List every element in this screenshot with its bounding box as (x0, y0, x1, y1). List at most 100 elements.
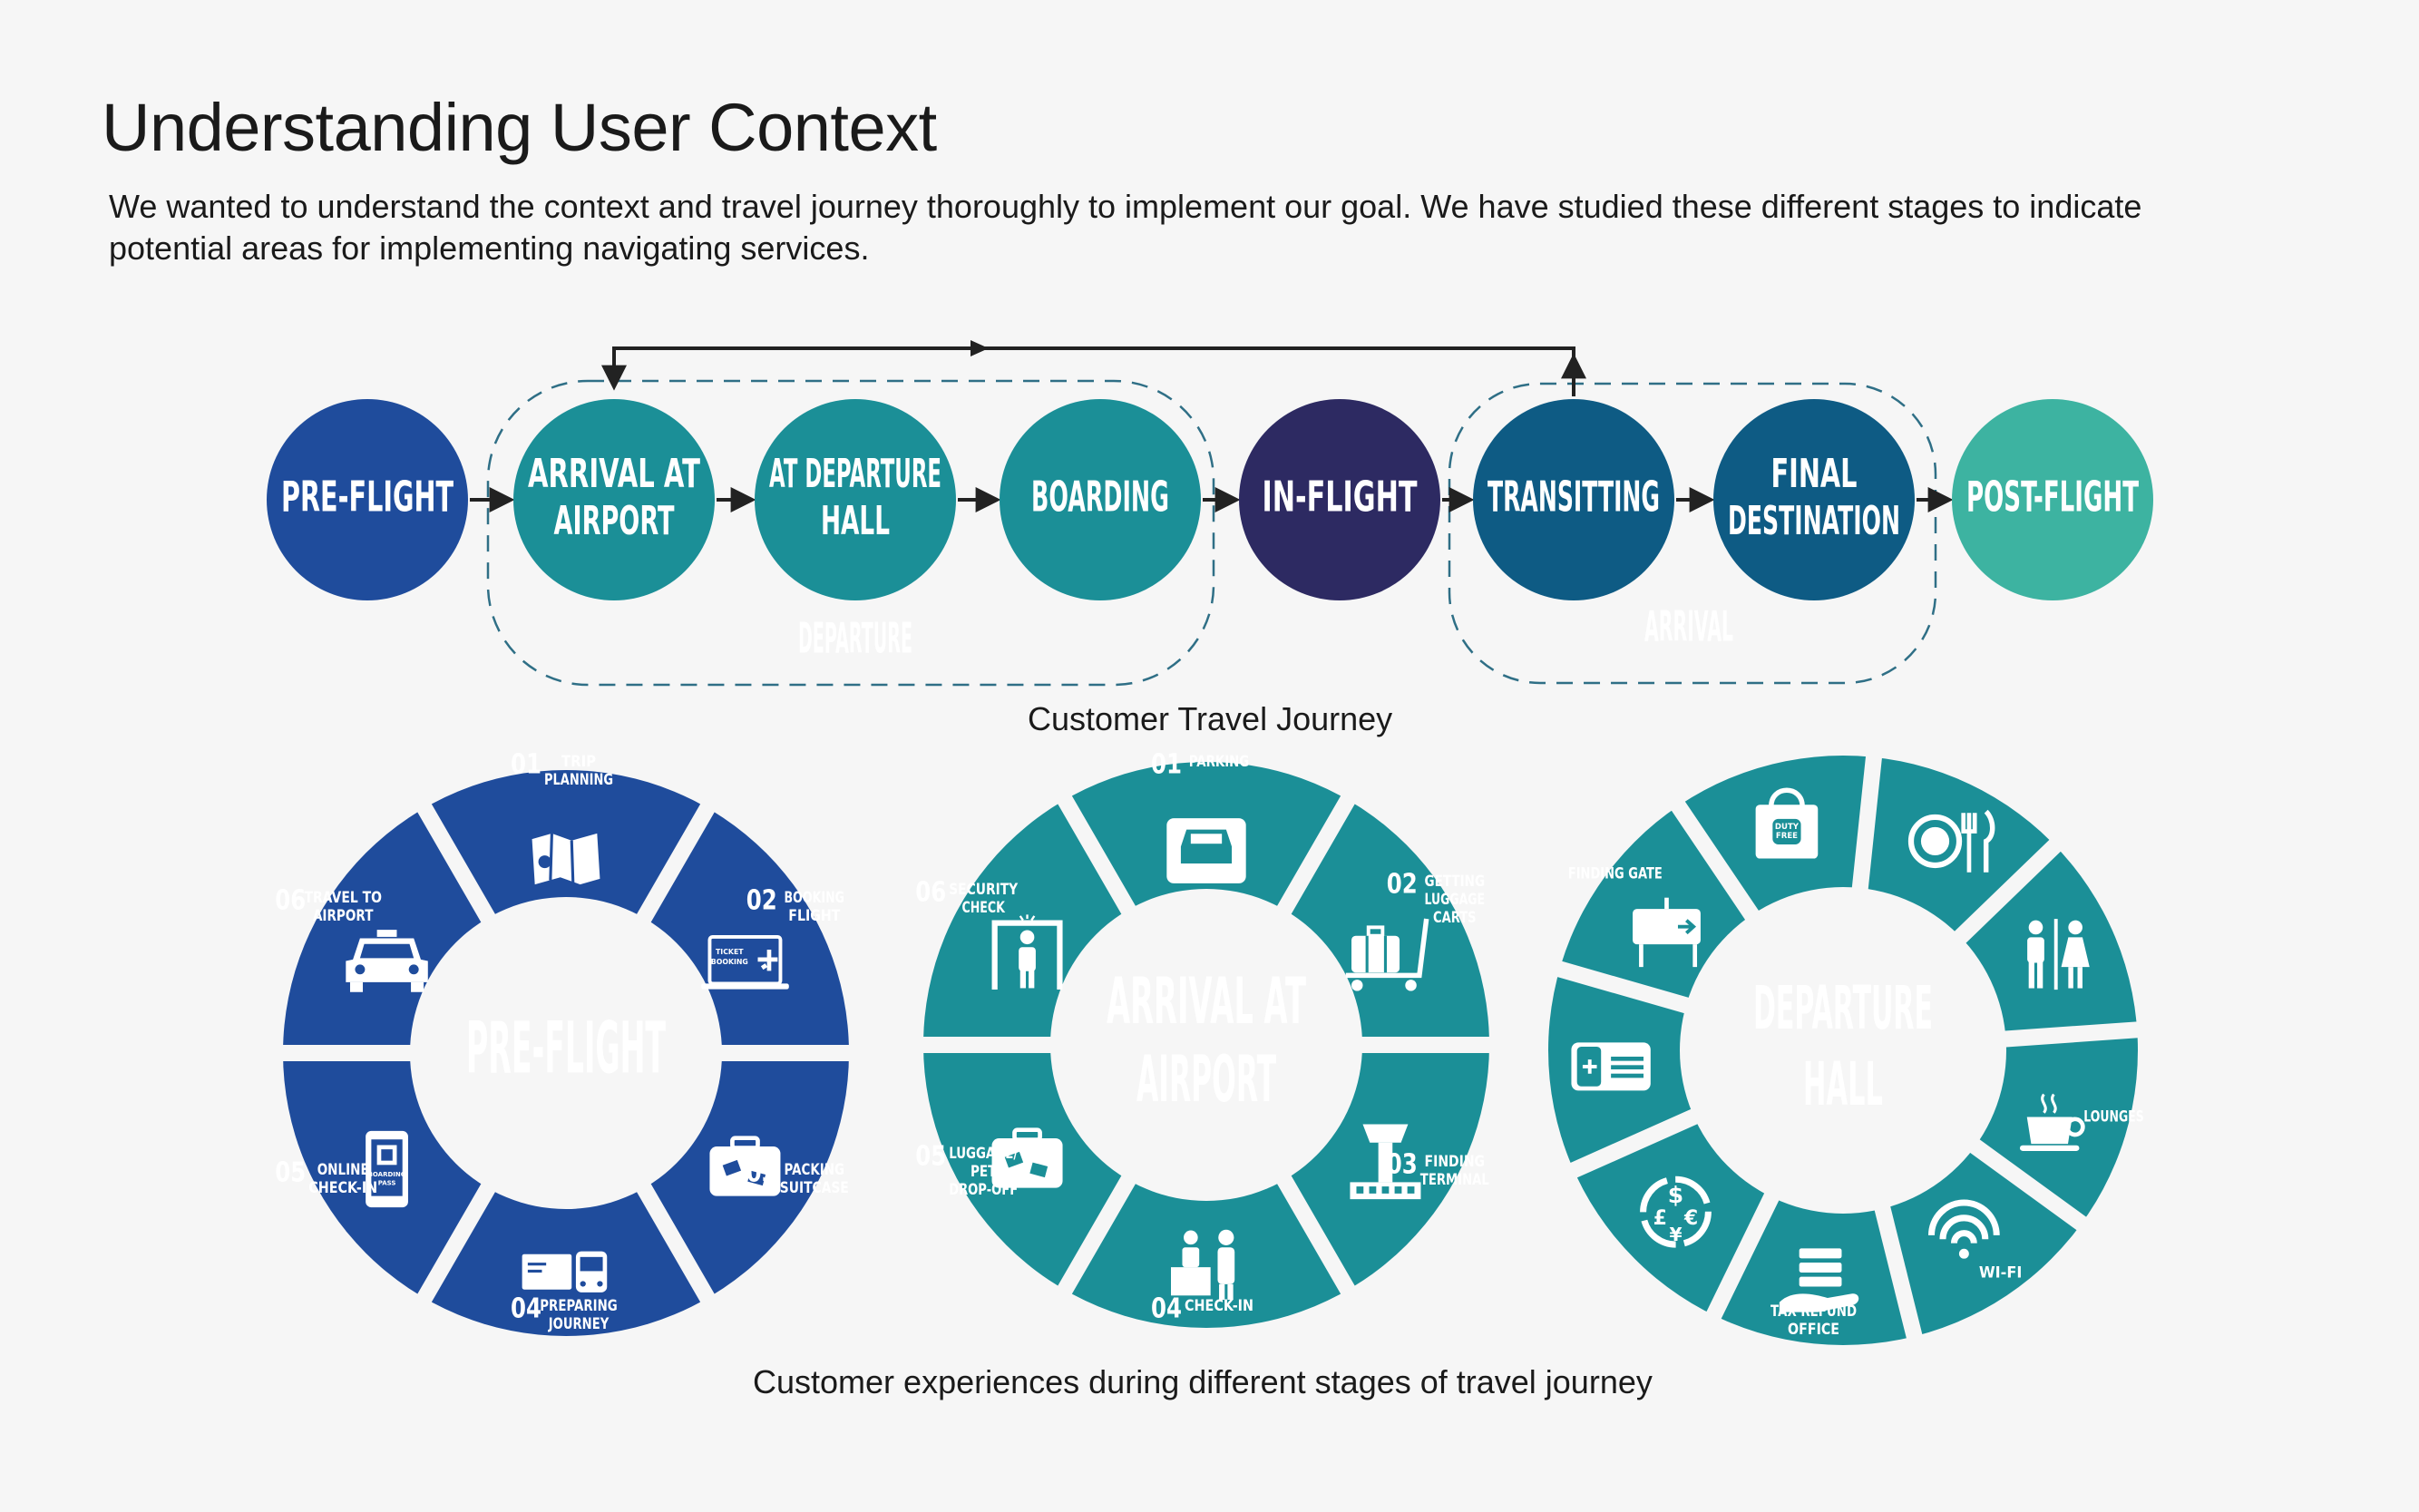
wheel-segment-number: 04 (511, 1293, 541, 1325)
arrival-group-boundary (1448, 382, 1937, 685)
wheel-divider (635, 800, 717, 926)
wheel-segment-label: LUGGAGE/ (949, 1145, 1019, 1163)
journey-stage-circle (1473, 399, 1674, 600)
wheel-segment-number: 01 (1151, 749, 1182, 781)
icon-text: PARKING (1182, 868, 1231, 880)
wheel-divider (415, 1180, 497, 1306)
wheel-segment (1571, 1042, 1651, 1091)
icon-text: $ (1668, 1182, 1683, 1208)
wheel-segment-label: CHECK (961, 899, 1005, 917)
wheel-segment-label: TERMINAL (1420, 1171, 1489, 1189)
wheel-segment-label: PET (971, 1163, 997, 1181)
journey-stage-label: DESTINATION (1728, 498, 1900, 544)
journey-group-label: DEPARTURE (798, 614, 912, 663)
wheel-divider (415, 800, 497, 926)
wheel-divider (1952, 836, 2063, 946)
wheel-center-label: HALL (1803, 1049, 1883, 1119)
journey-stage-label: HALL (821, 498, 890, 544)
wheel-segment-label: CHECK-IN (308, 1179, 377, 1197)
journey-caption: Customer Travel Journey (1028, 700, 1393, 737)
wheel-segment-number: 05 (275, 1157, 306, 1189)
wheel-segment-label: FINDING GATE (1568, 864, 1663, 883)
tax-refund-icon (1779, 1248, 1859, 1312)
restroom-icon (2027, 919, 2090, 990)
car-parking-icon: PARKING (1166, 818, 1246, 883)
journey-stage-circle (267, 399, 468, 600)
page-title: Understanding User Context (102, 90, 937, 165)
wheel-center-label: AIRPORT (1136, 1042, 1276, 1117)
icon-text: E7 (1645, 914, 1671, 936)
wheel-segment-number: 02 (1387, 869, 1418, 901)
wheel-segment-label: BOOKING (785, 889, 845, 907)
wheel-segment-number: 06 (275, 885, 306, 917)
dining-icon (1907, 809, 1995, 873)
wheel-segment-label: CARTS (1433, 909, 1477, 927)
wheel-segment-label: TRAVEL TO (304, 889, 382, 907)
wheel-segment-label: JOURNEY (548, 1315, 610, 1333)
journey-stage: IN-FLIGHT (1239, 399, 1440, 600)
journey-stage-circle (1239, 399, 1440, 600)
wheel-segment-label: AIRPORT (313, 907, 374, 925)
wheel-segment: E7 FINDING GATE (1568, 864, 1701, 968)
wheel-segment-label: PREPARING (540, 1297, 618, 1315)
journey-stage-circle (1713, 399, 1915, 600)
journey-stage-circle (1000, 399, 1201, 600)
gate-sign-icon: E7 (1633, 897, 1701, 968)
journey-stage-label: ARRIVAL AT (528, 451, 700, 497)
wheel-segment-label: PARKING (1189, 753, 1250, 771)
journey-stage: POST-FLIGHT (1952, 399, 2153, 600)
icon-text: TICKET (716, 948, 744, 956)
wheel-segment-label: LOUNGES (2083, 1108, 2144, 1127)
wheel-center-label: DEPARTURE (1753, 973, 1933, 1043)
map-icon (532, 833, 600, 885)
wheel-divider (1566, 1107, 1701, 1180)
wheel-segment: WI-FI (1927, 1199, 2022, 1282)
wheel-segment-label: PACKING (785, 1161, 845, 1179)
journey-stage-label: AIRPORT (554, 498, 675, 544)
wheel-segment: $£€¥ (1640, 1175, 1712, 1248)
wheel-divider (1056, 1172, 1137, 1298)
departure-group-boundary (486, 379, 1215, 687)
wheel-divider (1669, 798, 1761, 923)
icon-text: TICKET (532, 1278, 562, 1287)
journey-stage: TRANSITTING (1473, 399, 1674, 600)
icon-text: BOARDING (368, 1170, 406, 1178)
wheel-divider (1873, 1203, 1924, 1342)
icon-text: DUTY (1775, 823, 1800, 832)
suitcase-icon (709, 1136, 781, 1196)
wheel-segment-label: OFFICE (1788, 1321, 1839, 1339)
wheel-divider (2001, 1021, 2141, 1048)
coffee-cup-icon (2019, 1093, 2085, 1151)
suitcase-icon (991, 1127, 1063, 1188)
wheel-center-label: ARRIVAL AT (1107, 964, 1306, 1039)
wheel-segment-number: 01 (511, 749, 541, 781)
journey-stage-label: PRE-FLIGHT (281, 473, 454, 522)
wheel-segment-number: 04 (1151, 1293, 1182, 1325)
icon-text: PASS (378, 1179, 396, 1187)
journey-stage-circle (513, 399, 715, 600)
intro-paragraph: We wanted to understand the context and … (109, 188, 2142, 267)
wheel-segment (2027, 919, 2090, 990)
wheel-divider (635, 1180, 717, 1306)
wheel-segment-label: TRIP (561, 753, 596, 771)
journey-stage: PRE-FLIGHT (267, 399, 468, 600)
wheel-divider (1275, 792, 1357, 918)
wheel-hub (410, 897, 722, 1209)
